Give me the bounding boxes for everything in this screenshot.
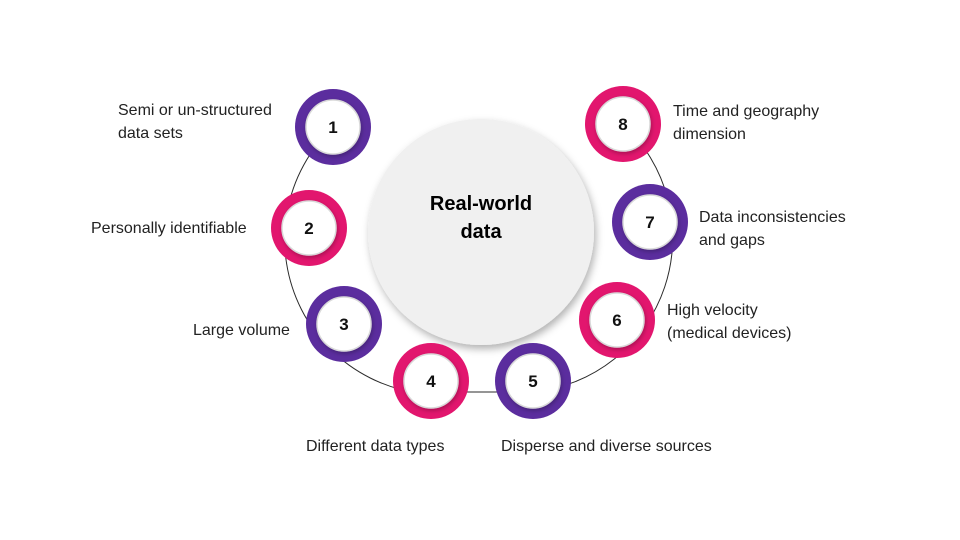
label-item-3-line1: Large volume xyxy=(193,322,290,339)
label-item-3: Large volume xyxy=(193,319,290,342)
label-item-8-line1: Time and geography xyxy=(673,103,820,120)
node-8-number: 8 xyxy=(618,115,627,134)
node-2-inner xyxy=(281,200,337,256)
label-item-4: Different data types xyxy=(306,435,444,458)
node-5-number: 5 xyxy=(528,372,537,391)
node-6: 6 xyxy=(579,282,655,358)
node-3-inner xyxy=(316,296,372,352)
center-title-line1: Real-world xyxy=(429,193,533,215)
label-item-6: High velocity (medical devices) xyxy=(667,299,791,345)
node-7-inner xyxy=(622,194,678,250)
node-6-inner xyxy=(589,292,645,348)
label-item-5: Disperse and diverse sources xyxy=(501,435,712,458)
node-1-number: 1 xyxy=(328,118,337,137)
node-1: 1 xyxy=(295,89,371,165)
node-8: 8 xyxy=(585,86,661,162)
node-8-inner xyxy=(595,96,651,152)
node-4-inner xyxy=(403,353,459,409)
center-title: Real-world data xyxy=(368,190,594,246)
node-3-number: 3 xyxy=(339,315,348,334)
node-4: 4 xyxy=(393,343,469,419)
node-5: 5 xyxy=(495,343,571,419)
node-5-inner xyxy=(505,353,561,409)
label-item-7-line2: and gaps xyxy=(699,232,765,249)
label-item-7-line1: Data inconsistencies xyxy=(699,209,846,226)
label-item-6-line2: (medical devices) xyxy=(667,325,792,342)
node-2-number: 2 xyxy=(304,219,313,238)
label-item-7: Data inconsistencies and gaps xyxy=(699,206,846,252)
label-item-8-line2: dimension xyxy=(673,126,746,143)
label-item-1-line2: data sets xyxy=(118,125,183,142)
node-4-number: 4 xyxy=(426,372,436,391)
node-2: 2 xyxy=(271,190,347,266)
label-item-4-line1: Different data types xyxy=(306,438,445,455)
label-item-8: Time and geography dimension xyxy=(673,100,819,146)
label-item-1: Semi or un-structured data sets xyxy=(118,99,272,145)
node-7-number: 7 xyxy=(645,213,654,232)
center-circle xyxy=(368,119,594,345)
node-7: 7 xyxy=(612,184,688,260)
node-3: 3 xyxy=(306,286,382,362)
label-item-6-line1: High velocity xyxy=(667,302,758,319)
label-item-2-line1: Personally identifiable xyxy=(91,220,247,237)
label-item-5-line1: Disperse and diverse sources xyxy=(501,438,712,455)
node-1-inner xyxy=(305,99,361,155)
label-item-1-line1: Semi or un-structured xyxy=(118,102,272,119)
node-6-number: 6 xyxy=(612,311,621,330)
center-title-line2: data xyxy=(460,221,502,243)
label-item-2: Personally identifiable xyxy=(91,217,247,240)
